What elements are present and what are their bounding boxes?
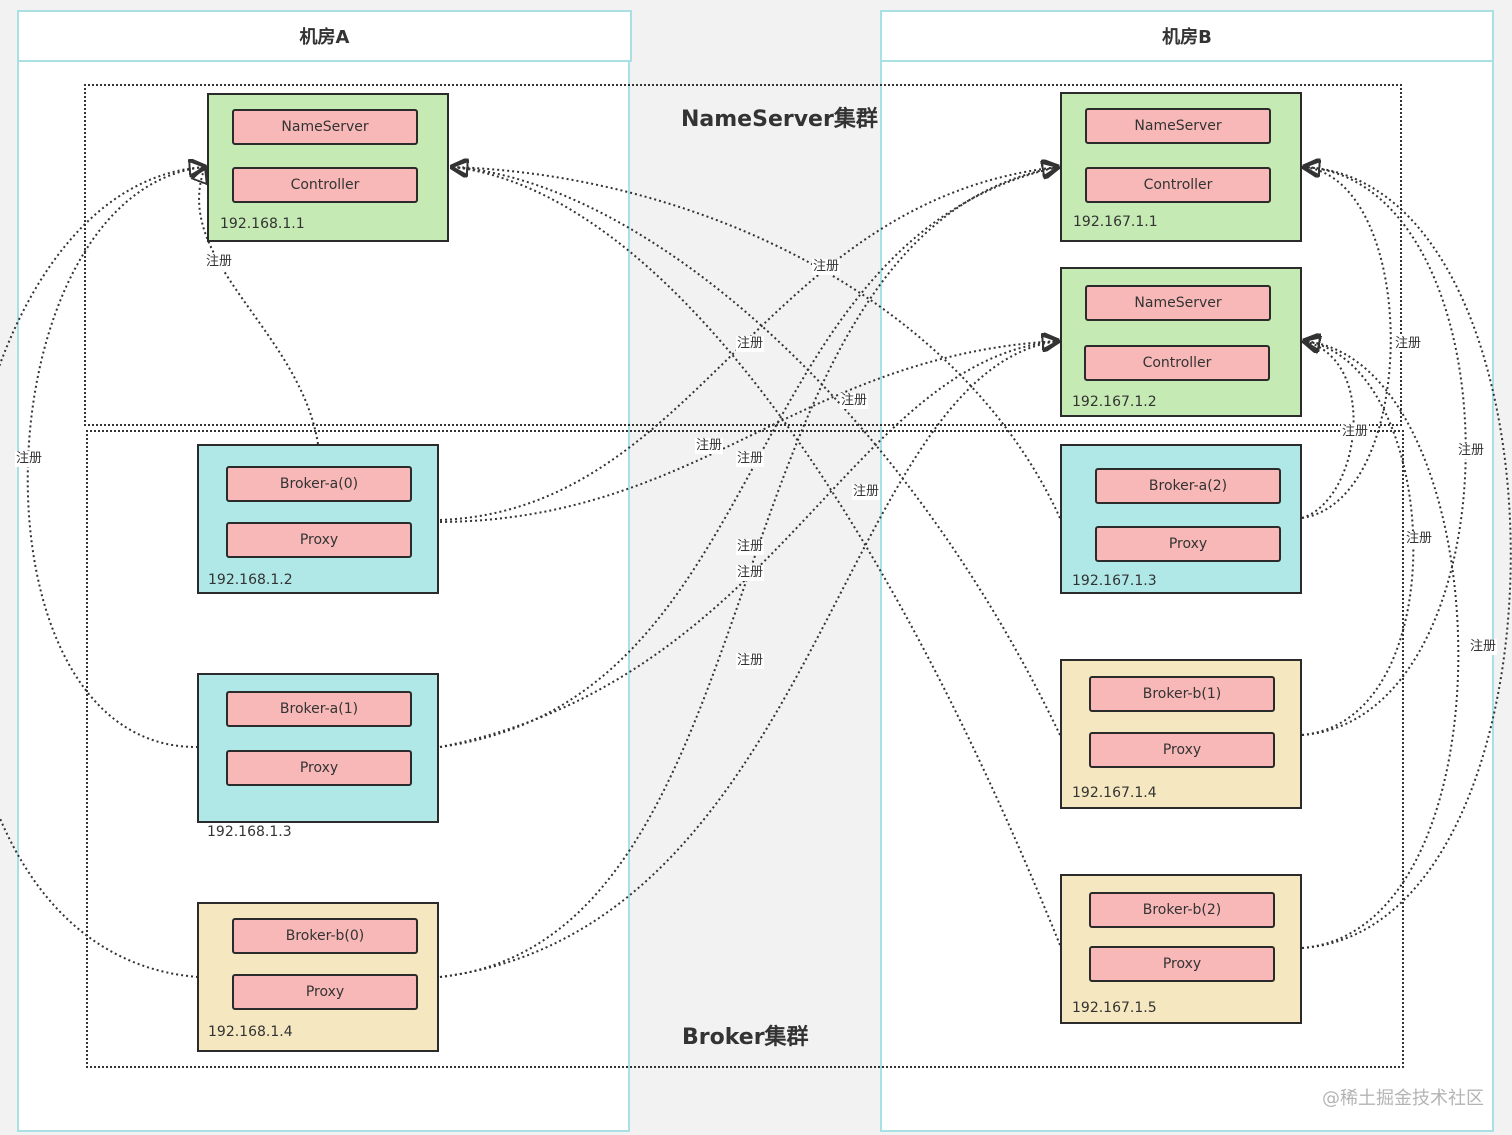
broker-node-192-168-1-3: Broker-a(1) Proxy	[197, 673, 439, 823]
link-bb0-ns1	[0, 167, 205, 978]
link-ba2-ns2	[1302, 167, 1392, 519]
proxy-box: Proxy	[1089, 946, 1275, 982]
edge-label: 注册	[840, 393, 869, 409]
nameserver-box: NameServer	[1085, 108, 1271, 144]
ip-label: 192.167.1.5	[1072, 1000, 1157, 1016]
link-bb0-ns3	[439, 341, 1058, 978]
edge-label: 注册	[736, 565, 765, 581]
edge-label: 注册	[695, 438, 724, 454]
edge-label: 注册	[736, 451, 765, 467]
broker-node-192-168-1-4: Broker-b(0) Proxy 192.168.1.4	[197, 902, 439, 1052]
controller-box: Controller	[1085, 167, 1271, 203]
ip-label: 192.167.1.3	[1072, 573, 1157, 589]
nameserver-box: NameServer	[1085, 285, 1271, 321]
room-a-header: 机房A	[17, 10, 632, 62]
ip-label: 192.167.1.1	[1073, 214, 1158, 230]
ip-label: 192.168.1.1	[220, 216, 305, 232]
controller-box: Controller	[1084, 345, 1270, 381]
controller-box: Controller	[232, 167, 418, 203]
broker-box: Broker-a(1)	[226, 691, 412, 727]
proxy-box: Proxy	[226, 522, 412, 558]
link-bb2-ns2	[1302, 167, 1512, 949]
edge-label: 注册	[736, 653, 765, 669]
edge-label: 注册	[15, 451, 44, 467]
proxy-box: Proxy	[1089, 732, 1275, 768]
broker-cluster	[86, 430, 1404, 1068]
nameserver-cluster-title: NameServer集群	[681, 107, 878, 132]
edge-label: 注册	[812, 259, 841, 275]
link-bb2-ns3	[1302, 341, 1460, 949]
link-ba0-ns3	[439, 341, 1058, 523]
edge-label: 注册	[852, 484, 881, 500]
broker-box: Broker-b(1)	[1089, 676, 1275, 712]
broker-box: Broker-b(0)	[232, 918, 418, 954]
ip-label-192-168-1-3: 192.168.1.3	[207, 824, 292, 840]
broker-cluster-title: Broker集群	[682, 1025, 809, 1050]
edge-label: 注册	[736, 539, 765, 555]
link-ba1-ns2	[439, 167, 1058, 748]
link-bb1-ns2	[1302, 167, 1467, 736]
link-bb1-ns3	[1302, 341, 1415, 736]
broker-node-192-168-1-2: Broker-a(0) Proxy 192.168.1.2	[197, 444, 439, 594]
edge-label: 注册	[1341, 424, 1370, 440]
broker-node-192-167-1-5: Broker-b(2) Proxy 192.167.1.5	[1060, 874, 1302, 1024]
broker-node-192-167-1-3: Broker-a(2) Proxy 192.167.1.3	[1060, 444, 1302, 594]
edge-label: 注册	[1469, 639, 1498, 655]
broker-box: Broker-b(2)	[1089, 892, 1275, 928]
link-bb2-ns1	[452, 167, 1061, 946]
proxy-box: Proxy	[226, 750, 412, 786]
nameserver-node-192-167-1-2: NameServer Controller 192.167.1.2	[1060, 267, 1302, 417]
link-ba2-ns3	[1302, 341, 1355, 519]
ip-label: 192.168.1.4	[208, 1024, 293, 1040]
link-ba2-ns1	[452, 167, 1061, 519]
room-b-header: 机房B	[880, 10, 1494, 62]
proxy-box: Proxy	[232, 974, 418, 1010]
broker-box: Broker-a(0)	[226, 466, 412, 502]
ip-label: 192.167.1.2	[1072, 394, 1157, 410]
edge-label: 注册	[736, 336, 765, 352]
ip-label: 192.168.1.2	[208, 572, 293, 588]
broker-node-192-167-1-4: Broker-b(1) Proxy 192.167.1.4	[1060, 659, 1302, 809]
nameserver-box: NameServer	[232, 109, 418, 145]
link-ba1-ns1	[26, 167, 205, 749]
edge-label: 注册	[1405, 531, 1434, 547]
nameserver-node-192-167-1-1: NameServer Controller 192.167.1.1	[1060, 92, 1302, 242]
edge-label: 注册	[1457, 443, 1486, 459]
edge-label: 注册	[1394, 336, 1423, 352]
edge-label: 注册	[205, 254, 234, 270]
link-ba0-ns1	[199, 167, 319, 445]
link-bb1-ns1	[452, 167, 1061, 736]
proxy-box: Proxy	[1095, 526, 1281, 562]
nameserver-node-192-168-1-1: NameServer Controller 192.168.1.1	[207, 93, 449, 242]
ip-label: 192.167.1.4	[1072, 785, 1157, 801]
broker-box: Broker-a(2)	[1095, 468, 1281, 504]
nameserver-cluster	[84, 84, 1402, 426]
watermark: @稀土掘金技术社区	[1322, 1088, 1484, 1109]
